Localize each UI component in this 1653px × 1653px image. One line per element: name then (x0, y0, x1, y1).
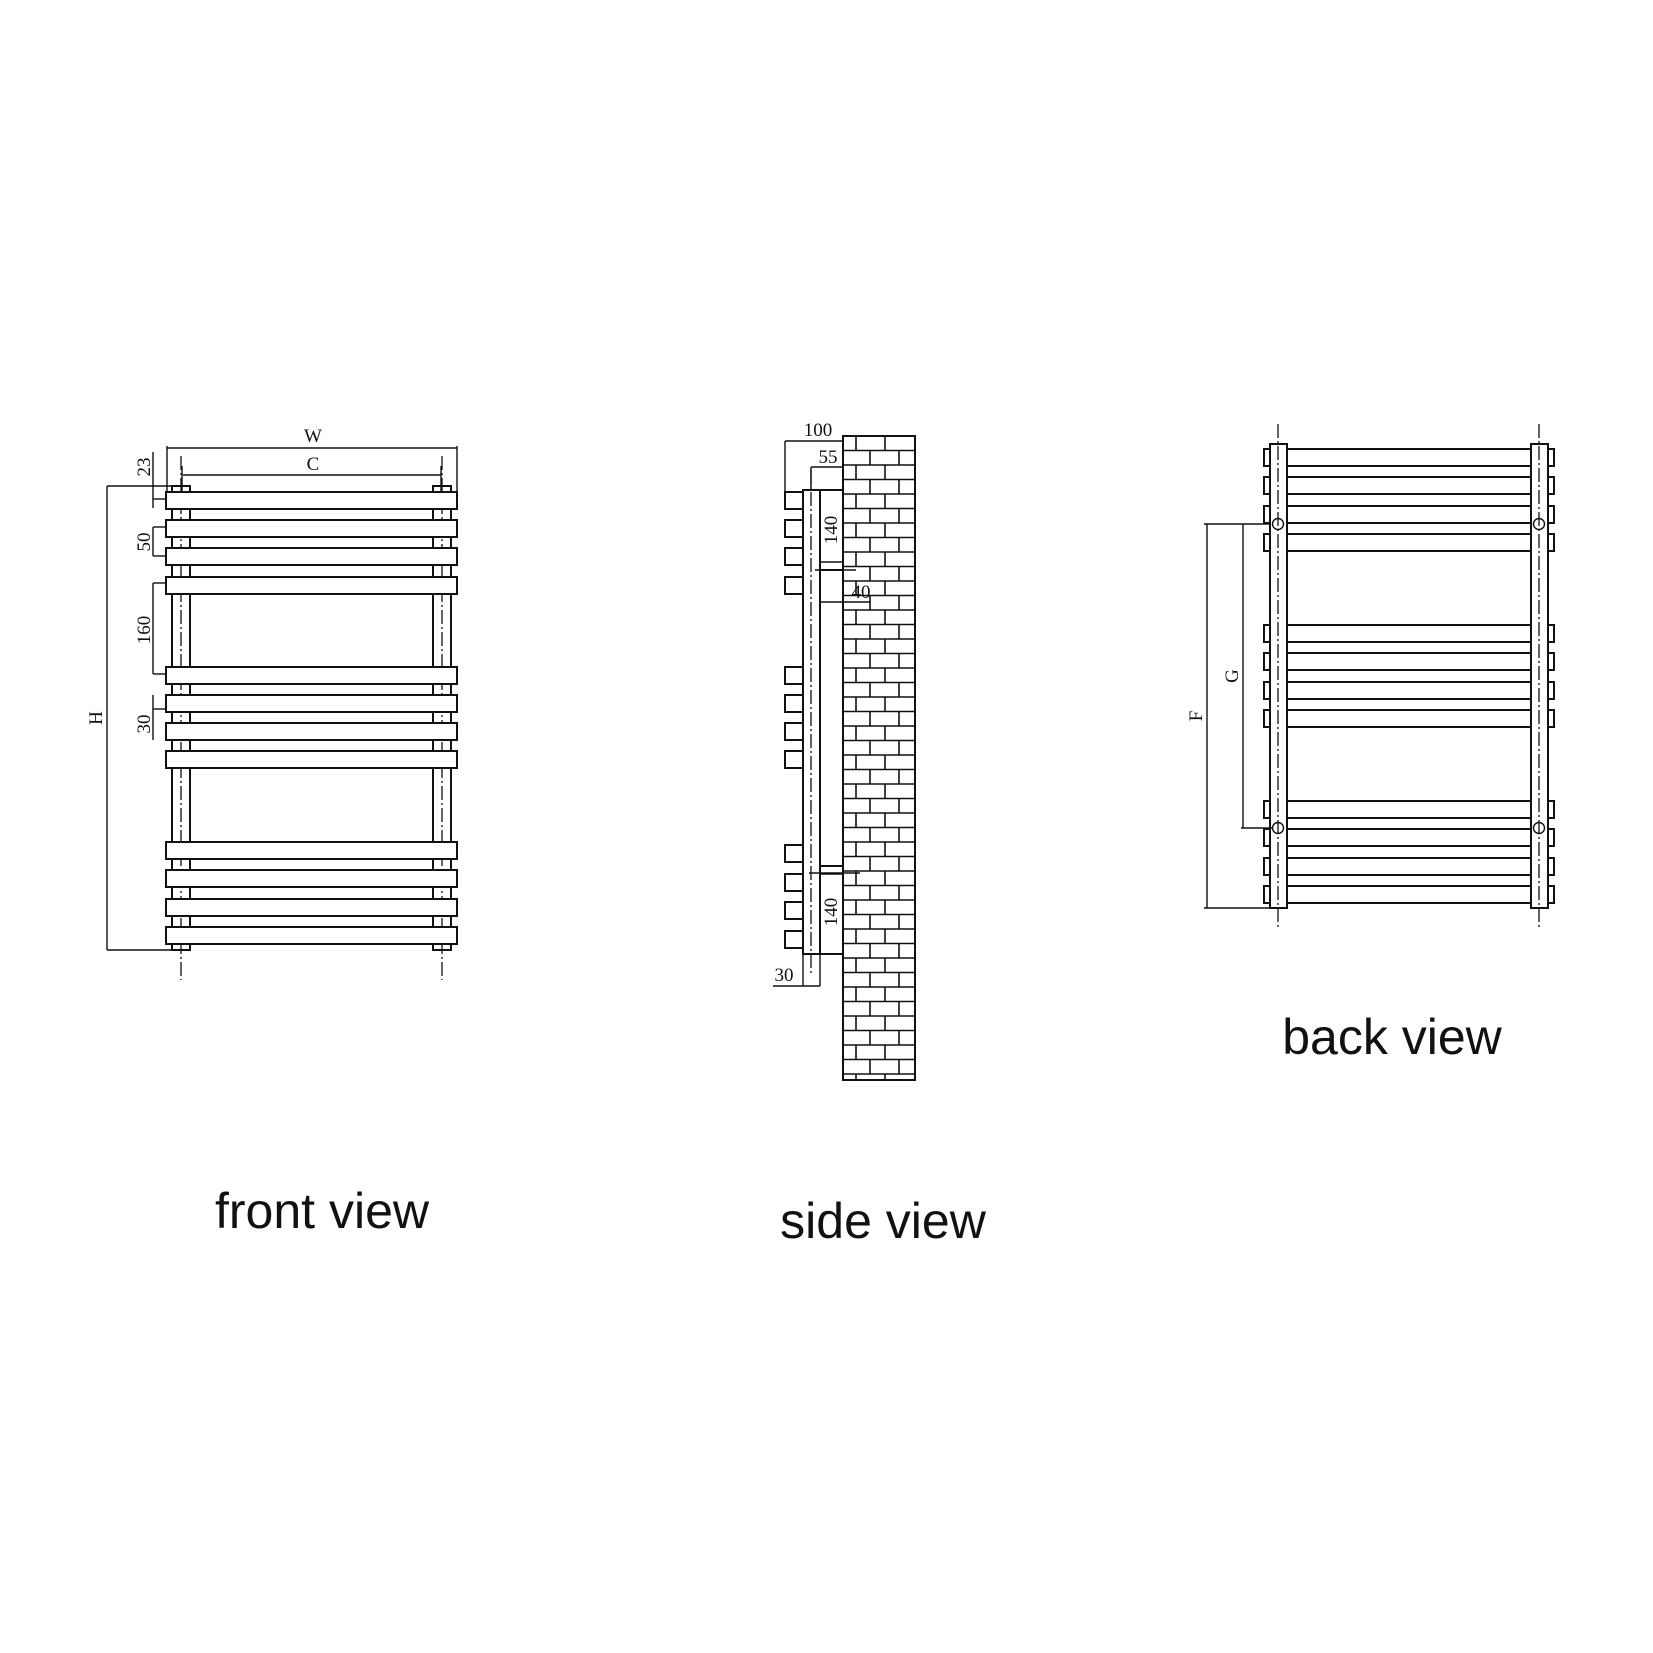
side-radiator-rail (802, 470, 821, 975)
dimension-f: F (1186, 523, 1270, 909)
label-40: 40 (852, 582, 871, 603)
back-view: F G back view (1186, 424, 1555, 1065)
label-23: 23 (134, 458, 155, 477)
side-bar-ends (784, 491, 804, 949)
mount-top-left (1271, 517, 1285, 531)
caption-back-view: back view (1282, 1009, 1502, 1065)
side-view: 100 55 140 40 140 30 side view (773, 420, 987, 1249)
front-bars-group-1 (165, 491, 458, 595)
dimension-23: 23 (134, 452, 166, 508)
label-h: H (86, 711, 107, 725)
back-right-rail (1530, 424, 1549, 930)
label-w: W (304, 426, 322, 447)
front-bars-group-2 (165, 666, 458, 769)
dimension-w: W (166, 426, 458, 492)
caption-front-view: front view (215, 1183, 430, 1239)
label-55: 55 (819, 447, 838, 468)
dimension-30: 30 (134, 695, 166, 740)
caption-side-view: side view (780, 1193, 987, 1249)
back-bars (1263, 448, 1555, 904)
label-f: F (1186, 711, 1207, 722)
label-160: 160 (134, 616, 155, 645)
front-bars-group-3 (165, 841, 458, 945)
mount-top-right (1532, 517, 1546, 531)
brick-wall (842, 435, 916, 1081)
front-view: W C H 23 50 (86, 426, 458, 1239)
label-140-upper: 140 (821, 516, 842, 545)
back-left-rail (1269, 424, 1288, 930)
mount-bottom-right (1532, 821, 1546, 835)
dimension-160: 160 (134, 582, 166, 675)
dimension-55: 55 (810, 447, 843, 490)
label-140-lower: 140 (821, 898, 842, 927)
mount-bottom-left (1271, 821, 1285, 835)
dimension-50: 50 (134, 526, 166, 557)
side-bracket-lower (809, 865, 860, 955)
label-30: 30 (134, 715, 155, 734)
label-g: G (1222, 669, 1243, 683)
dimension-100: 100 (784, 420, 843, 492)
mounting-points (1271, 517, 1546, 835)
side-bracket-upper (815, 489, 856, 571)
dimension-h: H (86, 485, 175, 951)
dimension-c: C (181, 454, 442, 492)
dimension-40: 40 (820, 582, 871, 603)
label-c: C (307, 454, 320, 475)
label-100: 100 (804, 420, 833, 441)
dimension-g: G (1222, 524, 1272, 829)
dimension-30-bottom: 30 (773, 954, 821, 987)
label-30-bottom: 30 (775, 965, 794, 986)
label-50: 50 (134, 533, 155, 552)
